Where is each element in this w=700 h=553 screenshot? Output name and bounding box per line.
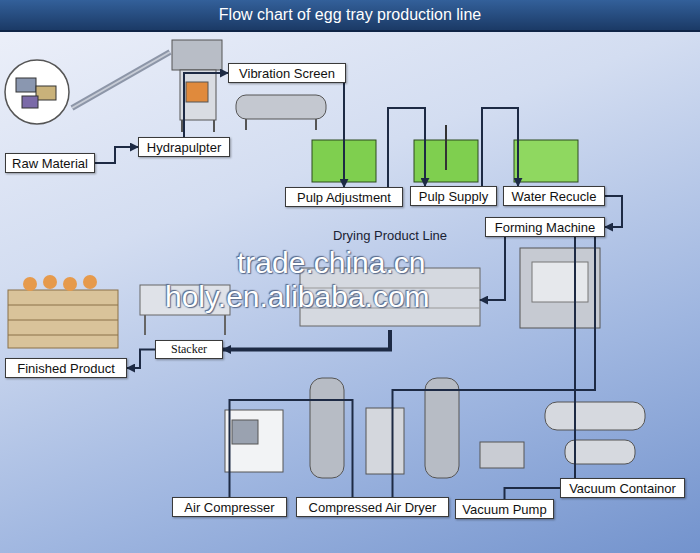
- label-box: Forming Machine: [485, 217, 605, 237]
- flow-connector: [505, 488, 561, 499]
- label-box: Pulp Supply: [410, 186, 497, 206]
- hydrapulper-hopper: [172, 40, 222, 70]
- vibration-screen-drum: [236, 95, 326, 119]
- vacuum-pump-picture: [480, 442, 524, 468]
- label-box: Finished Product: [5, 358, 127, 378]
- label-box: Compressed Air Dryer: [296, 497, 449, 517]
- title-band: Flow chart of egg tray production line: [0, 0, 700, 32]
- node-text: Finished Product: [17, 361, 115, 376]
- flow-connector: [95, 147, 138, 163]
- flow-connector: [127, 350, 155, 369]
- node-text: Pulp Supply: [419, 189, 488, 204]
- node-text: Air Compresser: [184, 500, 274, 515]
- node-text: Pulp Adjustment: [297, 190, 391, 205]
- watermark: holy.en.alibaba.com: [165, 280, 430, 314]
- node-text: Drying Product Line: [333, 228, 447, 243]
- node-text: Vacuum Containor: [569, 481, 676, 496]
- flow-connector: [230, 400, 353, 497]
- water-tank: [514, 140, 578, 182]
- flow-connector: [343, 83, 345, 187]
- air-tank: [425, 378, 459, 478]
- label-box: Pulp Adjustment: [285, 187, 403, 207]
- label-box: Stacker: [155, 340, 223, 359]
- label-box: Vibration Screen: [228, 63, 346, 83]
- flow-connector: [223, 330, 390, 350]
- air-compressor-picture: [225, 410, 283, 472]
- forming-machine-picture: [520, 248, 600, 328]
- leg: [224, 315, 226, 335]
- node-text: Vacuum Pump: [462, 502, 546, 517]
- leg: [144, 315, 146, 335]
- flow-connector: [605, 196, 622, 227]
- leg: [213, 120, 215, 132]
- flow-connector: [480, 237, 505, 300]
- vacuum-container-picture: [545, 402, 645, 430]
- diagram-title: Flow chart of egg tray production line: [219, 6, 481, 24]
- node-text: Compressed Air Dryer: [309, 500, 437, 515]
- node-text: Raw Material: [12, 156, 88, 171]
- node-text: Stacker: [171, 342, 207, 357]
- leg: [181, 120, 183, 132]
- label-box: Hydrapulpter: [138, 137, 230, 157]
- forming-mould: [532, 262, 588, 302]
- pulp-tank: [414, 125, 478, 182]
- leg: [315, 119, 317, 130]
- node-text: Vibration Screen: [239, 66, 335, 81]
- air-dryer-picture: [366, 408, 404, 474]
- label-box: Raw Material: [5, 153, 95, 173]
- label-box: Air Compresser: [172, 497, 287, 517]
- air-tank: [310, 378, 344, 478]
- node-text: Forming Machine: [495, 220, 595, 235]
- flow-connector: [388, 108, 425, 187]
- hydrapulper-body: [180, 70, 216, 120]
- label-box: Vacuum Pump: [455, 499, 554, 519]
- bale: [22, 96, 38, 108]
- fan-grille: [232, 420, 258, 444]
- conveyor: [72, 52, 170, 108]
- node-text: Hydrapulpter: [147, 140, 221, 155]
- node-text: Water Recucle: [512, 189, 597, 204]
- bale: [36, 86, 56, 100]
- flow-connector: [482, 108, 518, 186]
- conveyor: [72, 52, 170, 108]
- hydrapulper-motor: [186, 82, 208, 102]
- watermark: trade.china.cn: [237, 246, 425, 280]
- flow-connector: [184, 73, 228, 137]
- leg: [245, 119, 247, 130]
- egg-tray-stack: [8, 275, 118, 348]
- label-box: Vacuum Containor: [560, 478, 685, 498]
- raw-material-picture: [5, 60, 69, 124]
- label-box: Water Recucle: [503, 186, 605, 206]
- flow-connector: [574, 237, 576, 478]
- bale: [16, 78, 36, 92]
